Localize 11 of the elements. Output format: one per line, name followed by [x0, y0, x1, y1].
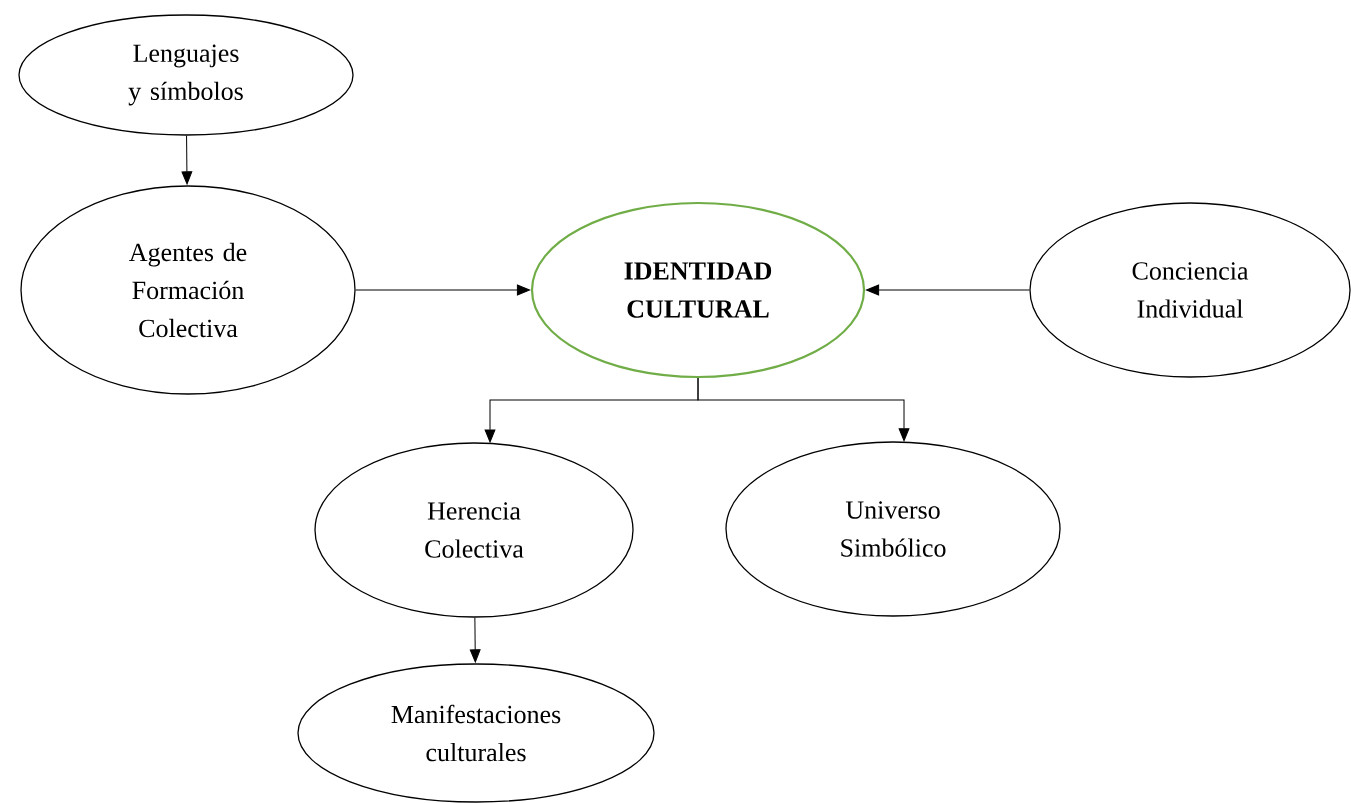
arrow — [697, 377, 910, 442]
ellipse-node: Manifestaciones culturales — [297, 663, 655, 803]
arrow — [469, 617, 481, 663]
ellipse-node: Conciencia Individual — [1029, 202, 1351, 378]
arrow — [181, 135, 193, 185]
ellipse-node: Lenguajes y símbolos — [18, 14, 354, 136]
ellipse-node: Herencia Colectiva — [314, 442, 634, 618]
arrow — [355, 284, 531, 296]
ellipse-node: Universo Simbólico — [725, 441, 1061, 617]
arrow — [866, 284, 1030, 296]
ellipse-node: Agentes de Formación Colectiva — [20, 185, 356, 395]
